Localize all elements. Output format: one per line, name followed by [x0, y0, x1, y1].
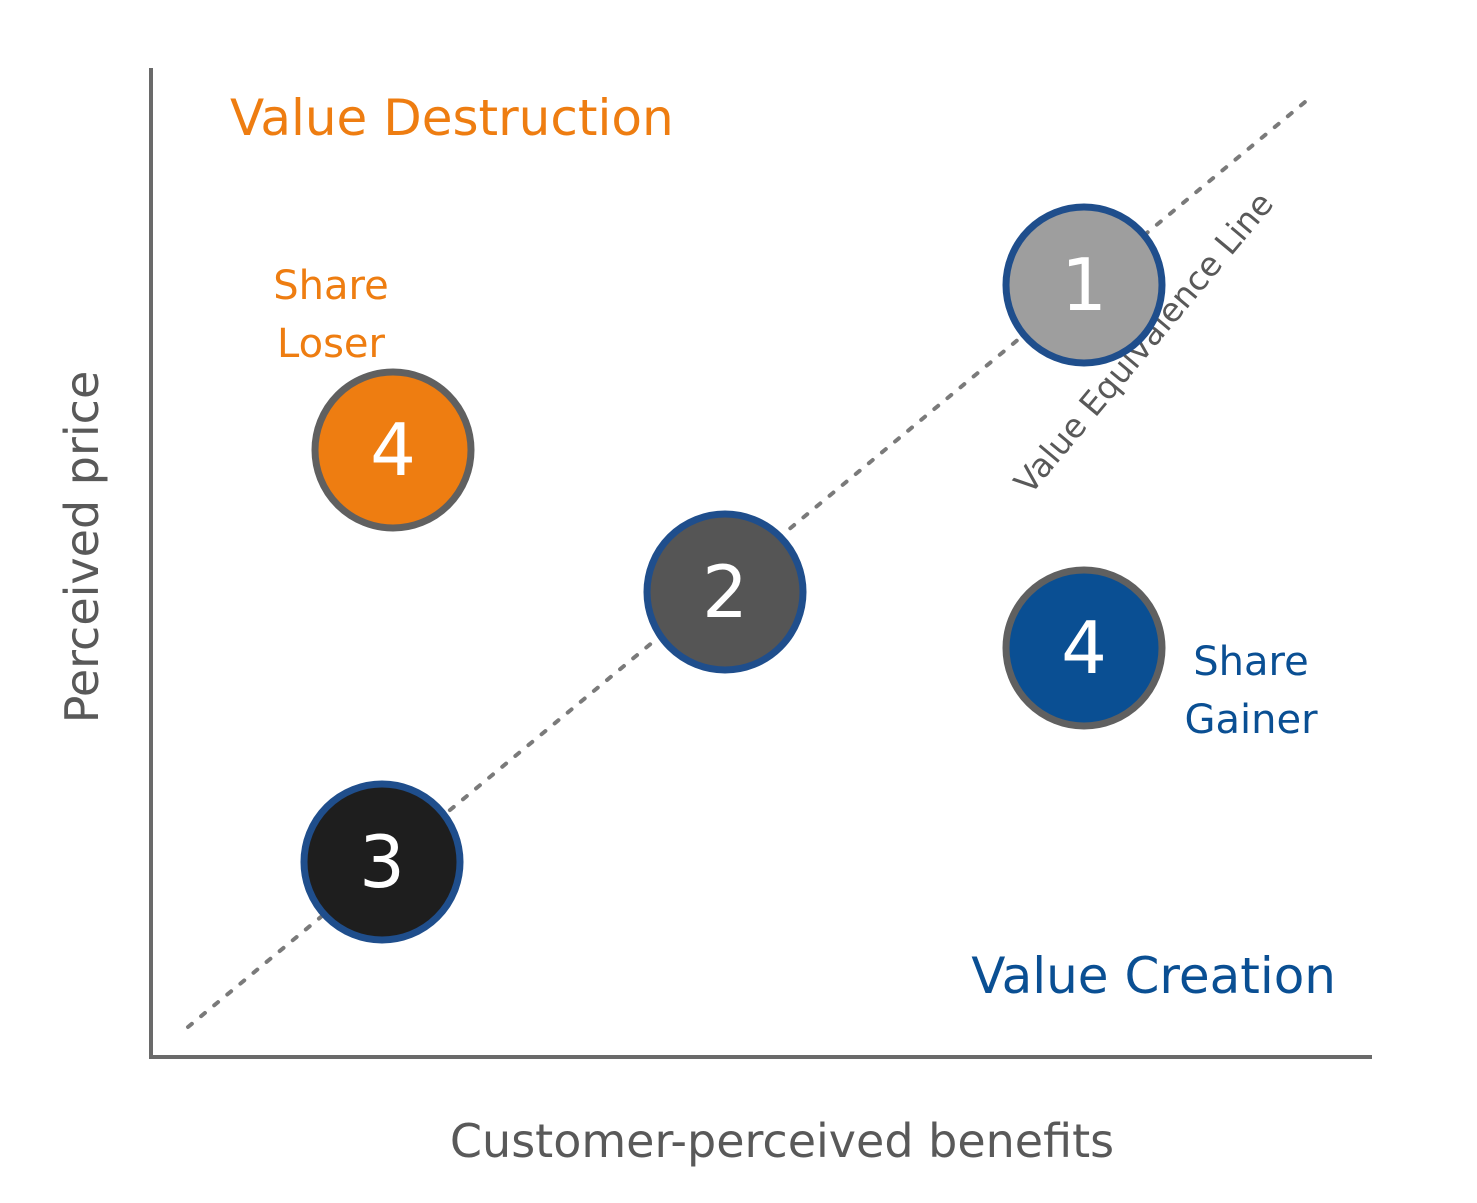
zone-label-value-destruction: Value Destruction — [230, 89, 674, 147]
position-3-marker: 3 — [300, 780, 464, 944]
position-4-loser-number: 4 — [370, 408, 416, 492]
position-3-number: 3 — [359, 820, 405, 904]
position-1-marker: 1 — [1002, 203, 1166, 367]
position-1-number: 1 — [1061, 243, 1107, 327]
position-2-marker: 2 — [643, 510, 807, 674]
y-axis-label: Perceived price — [55, 371, 109, 724]
x-axis-label: Customer-perceived benefits — [450, 1114, 1114, 1168]
share-loser-label-line1: Share — [273, 263, 388, 309]
position-4-gainer-number: 4 — [1061, 606, 1107, 690]
share-loser-label-line2: Loser — [277, 321, 386, 367]
share-gainer-label-line2: Gainer — [1184, 697, 1318, 743]
zone-label-value-creation: Value Creation — [971, 947, 1336, 1005]
position-4-share-loser-marker: 4 — [311, 368, 475, 532]
position-2-number: 2 — [702, 550, 748, 634]
position-4-share-gainer-marker: 4 — [1002, 566, 1166, 730]
share-gainer-label-line1: Share — [1193, 639, 1308, 685]
